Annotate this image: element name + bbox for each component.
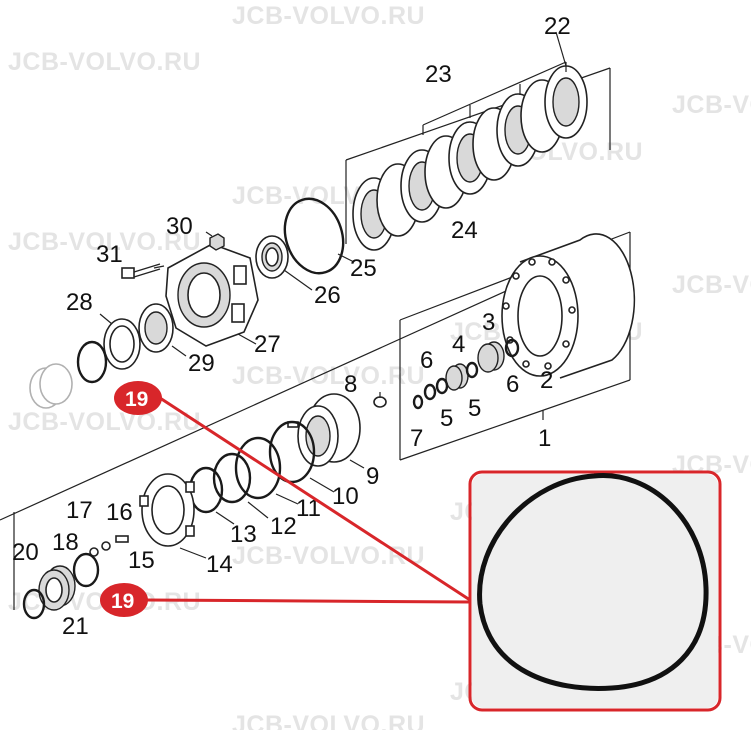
label-28: 28 — [66, 289, 93, 316]
gear-ghost — [29, 363, 73, 409]
ring-7 — [412, 394, 424, 410]
label-23: 23 — [425, 61, 452, 88]
bearing-29 — [138, 303, 174, 353]
watermark: JCB-VOLVO.RU — [672, 271, 751, 299]
cage-14 — [139, 473, 195, 547]
part-labels: 22 23 24 25 26 27 28 29 30 31 3 4 6 6 2 … — [12, 13, 571, 640]
washer-5 — [465, 361, 479, 379]
watermark: JCB-VOLVO.RU — [8, 228, 201, 256]
ring-21 — [22, 588, 46, 620]
label-22: 22 — [544, 13, 571, 40]
label-30: 30 — [166, 213, 193, 240]
o-ring-photo-inset — [468, 470, 722, 712]
watermark: JCB-VOLVO.RU — [8, 48, 201, 76]
ring-12 — [212, 452, 252, 504]
o-ring-photo — [477, 473, 709, 691]
callout-label: 19 — [125, 388, 148, 411]
ring-6 — [423, 383, 437, 401]
watermark: JCB-VOLVO.RU — [8, 408, 201, 436]
nut-30 — [209, 233, 225, 251]
label-10: 10 — [332, 483, 359, 510]
planet-carrier-27 — [165, 243, 259, 347]
label-2: 2 — [540, 367, 553, 394]
label-12: 12 — [270, 513, 297, 540]
label-29: 29 — [188, 350, 215, 377]
label-3: 3 — [482, 309, 495, 336]
callout-line — [145, 598, 471, 604]
label-9: 9 — [366, 463, 379, 490]
pin-18 — [89, 547, 99, 557]
label-4: 4 — [452, 331, 465, 358]
ring-11 — [234, 436, 282, 500]
watermark: JCB-VOLVO.RU — [232, 362, 425, 390]
watermark: JCB-VOLVO.RU — [232, 2, 425, 30]
label-13: 13 — [230, 521, 257, 548]
callout-badge — [114, 381, 162, 415]
label-21: 21 — [62, 613, 89, 640]
callout-badge — [100, 583, 148, 617]
washer-5 — [435, 377, 449, 395]
ring-6 — [504, 338, 520, 358]
gear-20 — [38, 565, 76, 611]
photo-frame — [468, 470, 722, 712]
watermark: JCB-VOLVO.RU — [232, 542, 425, 570]
ring-gear-9 — [287, 393, 361, 467]
spring-16 — [115, 535, 129, 543]
label-26: 26 — [314, 282, 341, 309]
label-6: 6 — [506, 371, 519, 398]
label-20: 20 — [12, 539, 39, 566]
callout-line — [159, 396, 471, 602]
watermark: JCB-VOLVO.RU — [672, 91, 751, 119]
callout-label: 19 — [111, 590, 134, 613]
bearing-26 — [255, 235, 289, 279]
watermark: JCB-VOLVO.RU — [232, 711, 425, 730]
disc-hole — [552, 77, 580, 127]
clutch-disc-stack — [352, 31, 588, 251]
label-1: 1 — [538, 425, 551, 452]
label-24: 24 — [451, 217, 478, 244]
label-15: 15 — [128, 547, 155, 574]
leader-lines — [99, 231, 544, 559]
label-8: 8 — [344, 371, 357, 398]
o-ring-19 — [72, 552, 100, 588]
label-16: 16 — [106, 499, 133, 526]
label-7: 7 — [410, 425, 423, 452]
label-18: 18 — [52, 529, 79, 556]
label-31: 31 — [96, 241, 123, 268]
label-6: 6 — [420, 347, 433, 374]
needle-bearing-3 — [477, 341, 505, 373]
photo-background — [472, 474, 718, 708]
o-ring-25 — [283, 197, 345, 275]
label-25: 25 — [350, 255, 377, 282]
label-27: 27 — [254, 331, 281, 358]
washer-8 — [373, 396, 387, 408]
label-5: 5 — [440, 405, 453, 432]
o-ring-19 — [76, 340, 108, 384]
label-17: 17 — [66, 497, 93, 524]
label-14: 14 — [206, 551, 233, 578]
wheel-hub-2 — [501, 233, 636, 379]
ball-17 — [101, 541, 111, 551]
highlight-callouts: 19 19 — [100, 381, 471, 617]
ring-10 — [268, 420, 316, 484]
bolt-31 — [121, 263, 161, 279]
needle-bearing-4 — [445, 363, 469, 391]
label-5: 5 — [468, 395, 481, 422]
